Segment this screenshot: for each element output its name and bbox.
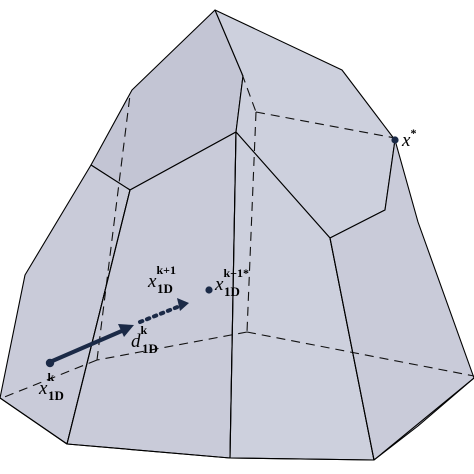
point-x-k1-star [205, 286, 213, 294]
point-x-star [391, 136, 399, 144]
label-x-k1-star: xk+1*1D [214, 266, 249, 299]
edge [0, 397, 68, 445]
hidden-edge [241, 73, 257, 113]
direction-arrow-shaft [47, 327, 127, 365]
dotted-step-line [138, 304, 182, 324]
hidden-edge [96, 331, 248, 361]
edge [229, 457, 375, 461]
direction-arrow-head [118, 324, 134, 337]
hidden-edge [246, 331, 474, 377]
dotted-arrow-head [177, 298, 189, 311]
edge [329, 237, 375, 461]
edge [66, 443, 231, 459]
label-x-star: x* [401, 126, 416, 151]
hidden-edge [246, 111, 257, 333]
edge [373, 377, 474, 461]
hidden-edges [1, 73, 474, 399]
visible-edges [0, 131, 474, 461]
polytope-faces [0, 9, 474, 461]
hidden-edge [1, 359, 98, 399]
edge [66, 189, 131, 445]
hidden-edge [255, 111, 396, 139]
edge [229, 131, 237, 459]
point-x-k [45, 358, 55, 368]
